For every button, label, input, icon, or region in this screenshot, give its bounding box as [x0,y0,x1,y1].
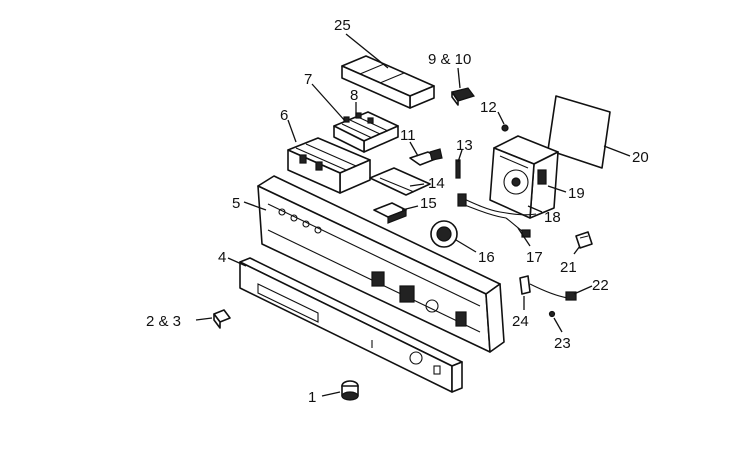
part-18-wire-harness [457,193,537,219]
callout-5: 5 [232,195,240,212]
callout-2-3: 2 & 3 [146,313,181,330]
part-20-panel-sheet [547,95,611,169]
part-17-harness-lead [505,217,531,238]
part-22-wire-lead [529,283,577,301]
part-8-switch-assembly [333,111,399,153]
part-12-screw [501,124,509,132]
part-6-module [287,137,371,194]
callout-8: 8 [350,87,358,104]
callout-24: 24 [512,313,529,330]
callout-9-10: 9 & 10 [428,51,471,68]
callout-1: 1 [308,389,316,406]
part-16-knob [430,220,458,248]
callout-19: 19 [568,185,585,202]
part-9-10-switch-block [451,87,475,106]
callout-7: 7 [304,71,312,88]
callout-6: 6 [280,107,288,124]
part-4-front-fascia [239,257,463,393]
callout-14: 14 [428,175,445,192]
callout-13: 13 [456,137,473,154]
part-2-3-cap [213,309,231,329]
callout-23: 23 [554,335,571,352]
callout-12: 12 [480,99,497,116]
part-23-screw [548,310,556,318]
callout-18: 18 [544,209,561,226]
part-13-pin [455,159,461,179]
part-5-console-panel [257,175,505,353]
part-1-knob [341,380,359,401]
part-24-terminal [519,275,531,295]
callout-11: 11 [400,127,416,144]
callout-25: 25 [334,17,351,34]
callout-20: 20 [632,149,649,166]
part-14-circuit-card [369,167,431,196]
callout-21: 21 [560,259,577,276]
callout-15: 15 [420,195,437,212]
callout-17: 17 [526,249,543,266]
callout-22: 22 [592,277,609,294]
part-19-timer-housing [489,135,559,219]
part-21-clip [575,231,593,249]
callout-labels: 25 9 & 10 7 8 12 6 11 13 20 14 19 5 15 1… [146,17,649,406]
part-25-cover-channel [341,55,435,109]
callout-16: 16 [478,249,495,266]
callout-4: 4 [218,249,226,266]
part-11-bracket [409,148,443,166]
part-15-connector [373,202,407,224]
leader-lines [195,33,631,397]
